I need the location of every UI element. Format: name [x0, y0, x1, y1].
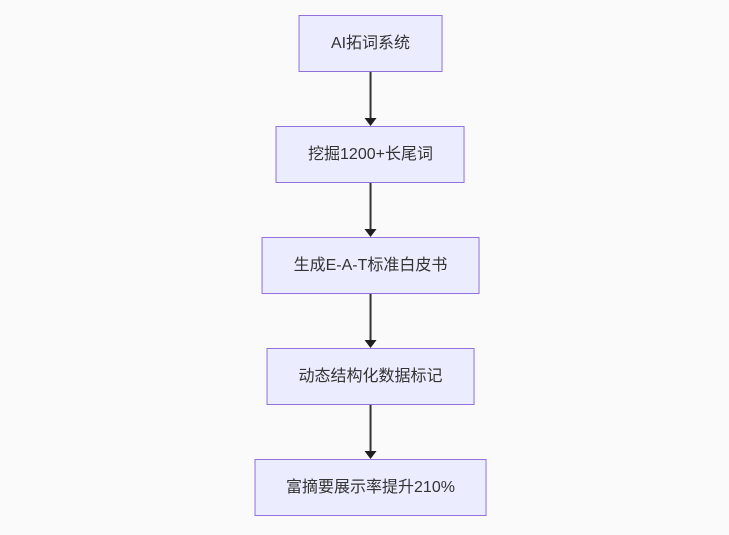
arrow-line	[369, 294, 372, 340]
arrow-line	[369, 183, 372, 229]
flow-node-ai-system: AI拓词系统	[298, 15, 443, 72]
flow-arrow	[364, 294, 377, 348]
flow-node-label: 富摘要展示率提升210%	[286, 479, 455, 496]
arrow-head-icon	[364, 451, 377, 459]
flow-node-longtail-keywords: 挖掘1200+长尾词	[276, 126, 465, 183]
flow-node-label: 生成E-A-T标准白皮书	[293, 257, 448, 274]
flow-arrow	[364, 183, 377, 237]
flow-node-label: 动态结构化数据标记	[298, 368, 443, 385]
flow-node-rich-snippet-rate: 富摘要展示率提升210%	[254, 459, 487, 516]
flow-arrow	[364, 72, 377, 126]
flowchart: AI拓词系统 挖掘1200+长尾词 生成E-A-T标准白皮书 动态结构化数据标记	[254, 15, 487, 516]
flow-node-eat-whitepaper: 生成E-A-T标准白皮书	[261, 237, 480, 294]
flow-node-structured-data: 动态结构化数据标记	[266, 348, 475, 405]
arrow-head-icon	[364, 229, 377, 237]
flow-node-label: AI拓词系统	[330, 35, 411, 52]
flow-arrow	[364, 405, 377, 459]
flow-node-label: 挖掘1200+长尾词	[308, 146, 433, 163]
arrow-head-icon	[364, 340, 377, 348]
arrow-head-icon	[364, 118, 377, 126]
arrow-line	[369, 72, 372, 118]
arrow-line	[369, 405, 372, 451]
